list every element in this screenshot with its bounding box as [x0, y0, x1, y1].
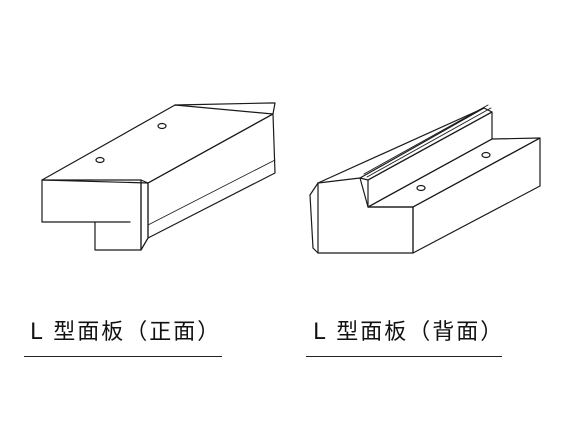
back-end-face: [317, 177, 414, 254]
l-panel-front: [41, 102, 276, 251]
top-face: [41, 104, 274, 184]
side-face: [412, 137, 541, 254]
front-end-face: [41, 179, 142, 251]
right-label-underline: [306, 356, 502, 357]
side-face: [147, 113, 276, 239]
step-face: [367, 111, 493, 208]
bolt-hole: [157, 122, 167, 130]
left-label-underline: [24, 356, 222, 357]
bolt-hole: [481, 151, 491, 159]
right-panel-label: L 型面板（背面）: [313, 320, 505, 345]
bolt-hole: [95, 156, 105, 164]
bolt-hole: [416, 184, 426, 192]
l-panel-back: [309, 104, 541, 254]
left-panel-label: L 型面板（正面）: [30, 320, 222, 345]
